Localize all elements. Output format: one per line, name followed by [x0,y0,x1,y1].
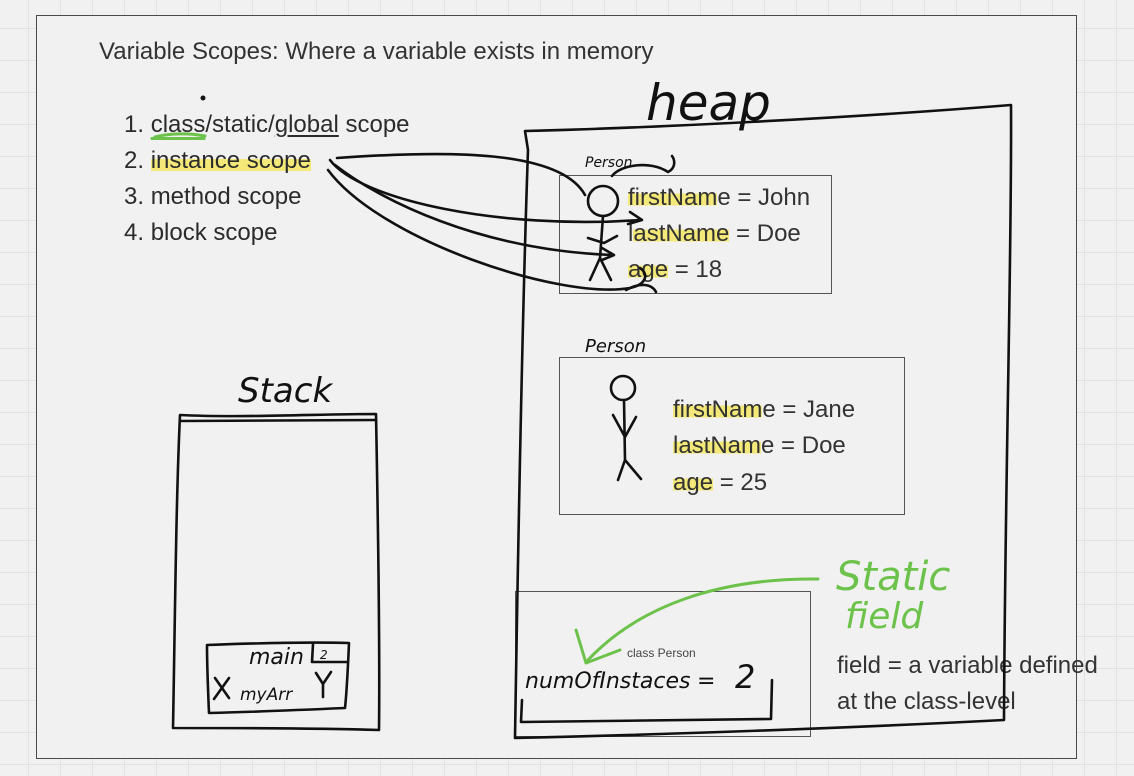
person-top-loop [610,154,676,178]
arrow-to-age-loop [326,168,647,291]
class-person-box [515,591,811,737]
stack-x-mark [212,676,231,701]
stack-top-line [179,418,378,423]
scope-item-method: 3. method scope [124,183,302,210]
stack-frame-main-label: main [249,645,304,670]
stack-frame-tag: 2 [320,648,328,662]
field-age-john: age = 18 [628,256,723,283]
scope-item-class: 1. class/static/global scope [124,111,410,138]
static-label-line1: Static [836,554,950,600]
field-definition-note: field = a variable defined at the class-… [837,652,1098,715]
scope-item-instance: 2. instance scope [124,147,311,174]
field-firstname-jane: firstName = Jane [673,396,856,423]
static-label-line2: field [845,596,924,637]
stray-dot [200,95,206,101]
person-label-2: Person [585,336,646,357]
stack-frame-main [205,641,351,715]
heap-label: heap [646,74,771,132]
stack-y-mark [314,670,333,699]
field-age-jane: age = 25 [673,469,768,496]
static-field-eq: = [697,669,715,694]
stack-label: Stack [238,371,333,411]
static-arrow-icon [574,577,820,665]
class-box-bracket [519,678,774,724]
stack-var-myarr: myArr [240,685,293,705]
field-firstname-john: firstName = John [628,184,811,211]
stick-figure-john [586,184,620,282]
arrow-to-age [333,163,616,262]
person-label-1: Person [585,155,633,171]
field-lastname-jane: lastName = Doe [673,432,846,459]
stack-outline [171,412,381,732]
arrow-to-firstname [335,152,587,197]
static-field-name: numOfInstaces [525,669,690,694]
person-bottom-loop [624,283,658,294]
scope-item-block: 4. block scope [124,219,278,246]
scope-list: 1. class/static/global scope 2. instance… [124,110,410,254]
stick-figure-jane [609,374,643,482]
static-field-value: 2 [735,658,755,696]
class-green-underline [153,132,207,139]
heap-outline [513,103,1013,740]
field-lastname-john: lastName = Doe [628,220,801,247]
stack-frame-tag-box [310,642,348,664]
diagram-title: Variable Scopes: Where a variable exists… [99,38,654,65]
class-person-label: class Person [627,646,696,660]
